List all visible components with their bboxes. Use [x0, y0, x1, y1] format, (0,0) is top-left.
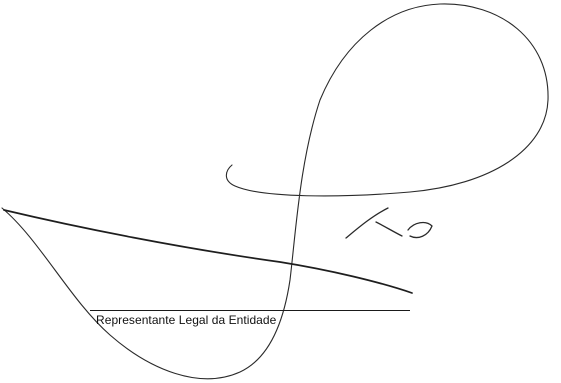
signature-main-loop: [1, 3, 549, 380]
signature-caption: Representante Legal da Entidade: [96, 313, 277, 327]
signature-flourish: [345, 207, 433, 239]
signature-diagonal-stroke: [3, 209, 413, 294]
signature-line: [90, 310, 410, 311]
